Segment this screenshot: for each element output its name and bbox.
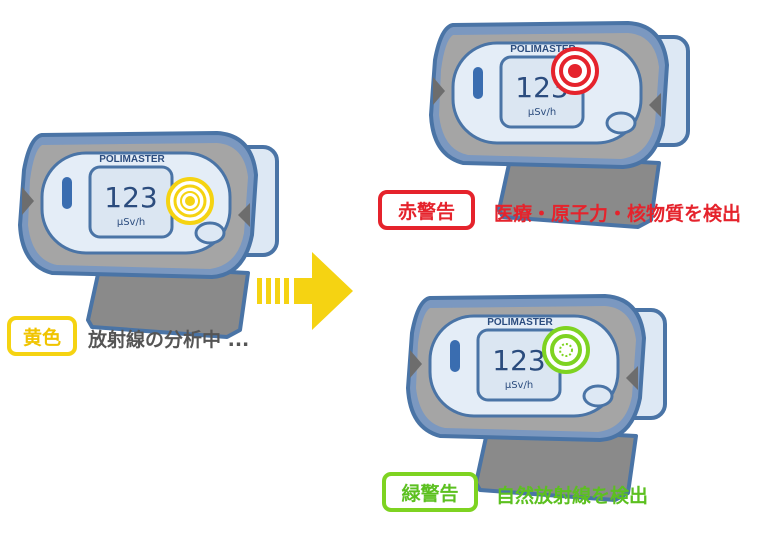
device-red: 123 µSv/h POLIMASTER xyxy=(429,21,690,229)
badge-green-label: 緑警告 xyxy=(401,482,459,505)
indicator-red-icon xyxy=(551,47,599,95)
device-yellow-reading: 123 xyxy=(104,181,157,214)
caption-green: 自然放射線を検出 xyxy=(496,485,649,507)
indicator-green-icon xyxy=(542,326,590,374)
device-yellow-brand: POLIMASTER xyxy=(99,154,165,165)
device-green: 123 µSv/h POLIMASTER xyxy=(406,294,667,502)
arrow-right-icon xyxy=(257,252,353,330)
caption-yellow: 放射線の分析中 ... xyxy=(88,329,250,351)
badge-red-label: 赤警告 xyxy=(397,200,455,223)
caption-red: 医療・原子力・核物質を検出 xyxy=(494,203,742,225)
device-yellow-unit: µSv/h xyxy=(117,217,145,228)
badge-yellow: 黄色 xyxy=(7,316,77,356)
indicator-yellow-icon xyxy=(166,177,214,225)
device-green-brand: POLIMASTER xyxy=(487,317,553,328)
badge-yellow-label: 黄色 xyxy=(22,326,61,349)
badge-green: 緑警告 xyxy=(382,472,478,512)
device-red-unit: µSv/h xyxy=(528,107,556,118)
device-green-reading: 123 xyxy=(492,344,545,377)
device-red-brand: POLIMASTER xyxy=(510,44,576,55)
device-yellow: 123 µSv/h POLIMASTER xyxy=(18,131,279,339)
device-green-unit: µSv/h xyxy=(505,380,533,391)
badge-red: 赤警告 xyxy=(378,190,475,230)
